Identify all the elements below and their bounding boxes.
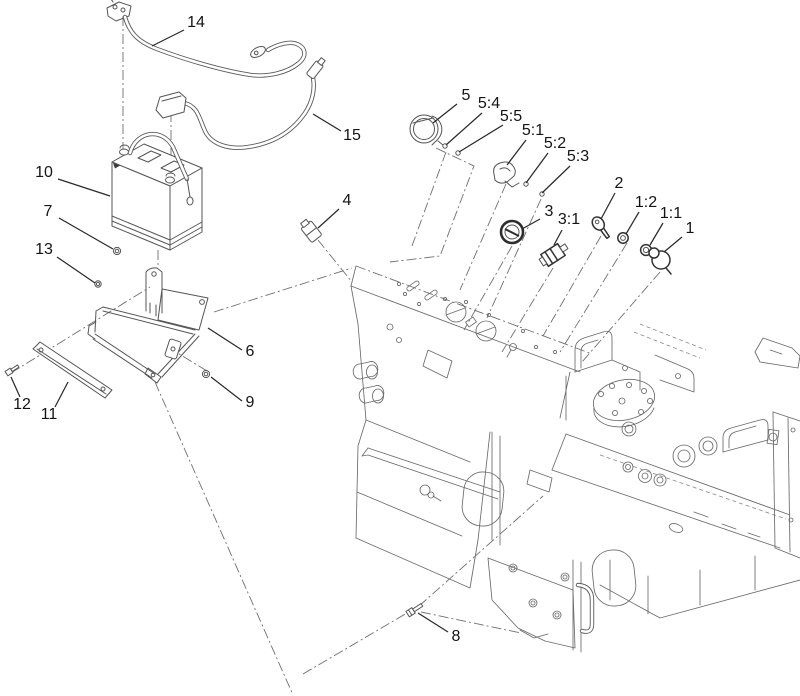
callout-leader-10 <box>57 178 111 197</box>
callout-leader-11 <box>54 381 69 408</box>
connector-3-1 <box>538 242 569 268</box>
callout-label-1:2: 1:2 <box>635 194 657 211</box>
callout-leader-8 <box>417 612 449 633</box>
callout-leader-15 <box>312 113 342 132</box>
callout-label-14: 14 <box>187 14 205 31</box>
callout-leader-13 <box>56 256 96 284</box>
callout-leader-1:2 <box>625 211 640 235</box>
callout-label-5:5: 5:5 <box>500 108 522 125</box>
battery <box>111 131 203 251</box>
callout-label-2: 2 <box>615 175 624 192</box>
callout-leader-1:1 <box>649 222 664 246</box>
callout-leader-4 <box>317 208 340 229</box>
callout-leader-5:3 <box>541 165 571 194</box>
callout-label-5:1: 5:1 <box>522 122 544 139</box>
callout-label-13: 13 <box>35 241 53 258</box>
callout-leader-6 <box>207 327 243 351</box>
callout-label-10: 10 <box>35 164 53 181</box>
carriage-bolt-12 <box>4 364 20 377</box>
callout-label-7: 7 <box>44 203 53 220</box>
callout-label-5: 5 <box>462 87 471 104</box>
callout-label-8: 8 <box>452 628 461 645</box>
choke-knob <box>499 219 525 245</box>
callout-leader-1 <box>663 236 683 253</box>
hold-down-strap <box>32 341 113 399</box>
callout-label-5:3: 5:3 <box>567 148 589 165</box>
deck-nuts <box>508 563 570 620</box>
hex-nut-1-2 <box>617 232 629 244</box>
callout-label-5:2: 5:2 <box>544 135 566 152</box>
callout-label-3: 3 <box>545 203 554 220</box>
flange-nut-9 <box>201 369 211 379</box>
callout-label-11: 11 <box>41 406 58 423</box>
screw-5-3 <box>539 191 545 197</box>
cable-clip <box>300 218 322 243</box>
callout-leader-5:4 <box>445 112 483 146</box>
callout-leader-9 <box>210 376 243 402</box>
construction-lines <box>10 16 661 696</box>
callout-label-1: 1 <box>686 220 695 237</box>
battery-cable-negative <box>106 0 307 78</box>
callout-leader-7 <box>58 217 114 250</box>
callout-label-6: 6 <box>246 343 255 360</box>
callout-label-5:4: 5:4 <box>478 95 500 112</box>
callout-leader-3 <box>521 218 541 230</box>
callout-label-15: 15 <box>343 127 361 144</box>
chassis <box>350 265 800 653</box>
bolt-8 <box>405 603 424 618</box>
ignition-switch <box>648 247 672 275</box>
callout-leader-14 <box>151 29 185 47</box>
battery-tray <box>87 267 209 384</box>
callout-leader-5:1 <box>506 139 527 166</box>
flange-nut-7 <box>112 246 122 256</box>
callout-leader-5 <box>432 103 458 124</box>
callout-label-4: 4 <box>343 192 352 209</box>
callout-label-3:1: 3:1 <box>558 211 580 228</box>
flange-nut-13 <box>94 280 102 288</box>
callout-leader-5:2 <box>525 152 549 184</box>
callout-leader-5:5 <box>458 124 504 153</box>
ignition-key <box>591 216 611 240</box>
hourmeter <box>409 114 444 146</box>
callout-label-1:1: 1:1 <box>660 205 682 222</box>
callout-label-12: 12 <box>13 396 31 413</box>
bracket-5-1 <box>493 161 520 188</box>
battery-cable-positive <box>155 57 326 150</box>
callout-leader-2 <box>600 192 616 220</box>
screw-5-2 <box>523 181 529 187</box>
callout-leader-3:1 <box>553 229 563 246</box>
callout-label-9: 9 <box>246 394 255 411</box>
callout-leader-12 <box>10 376 21 398</box>
